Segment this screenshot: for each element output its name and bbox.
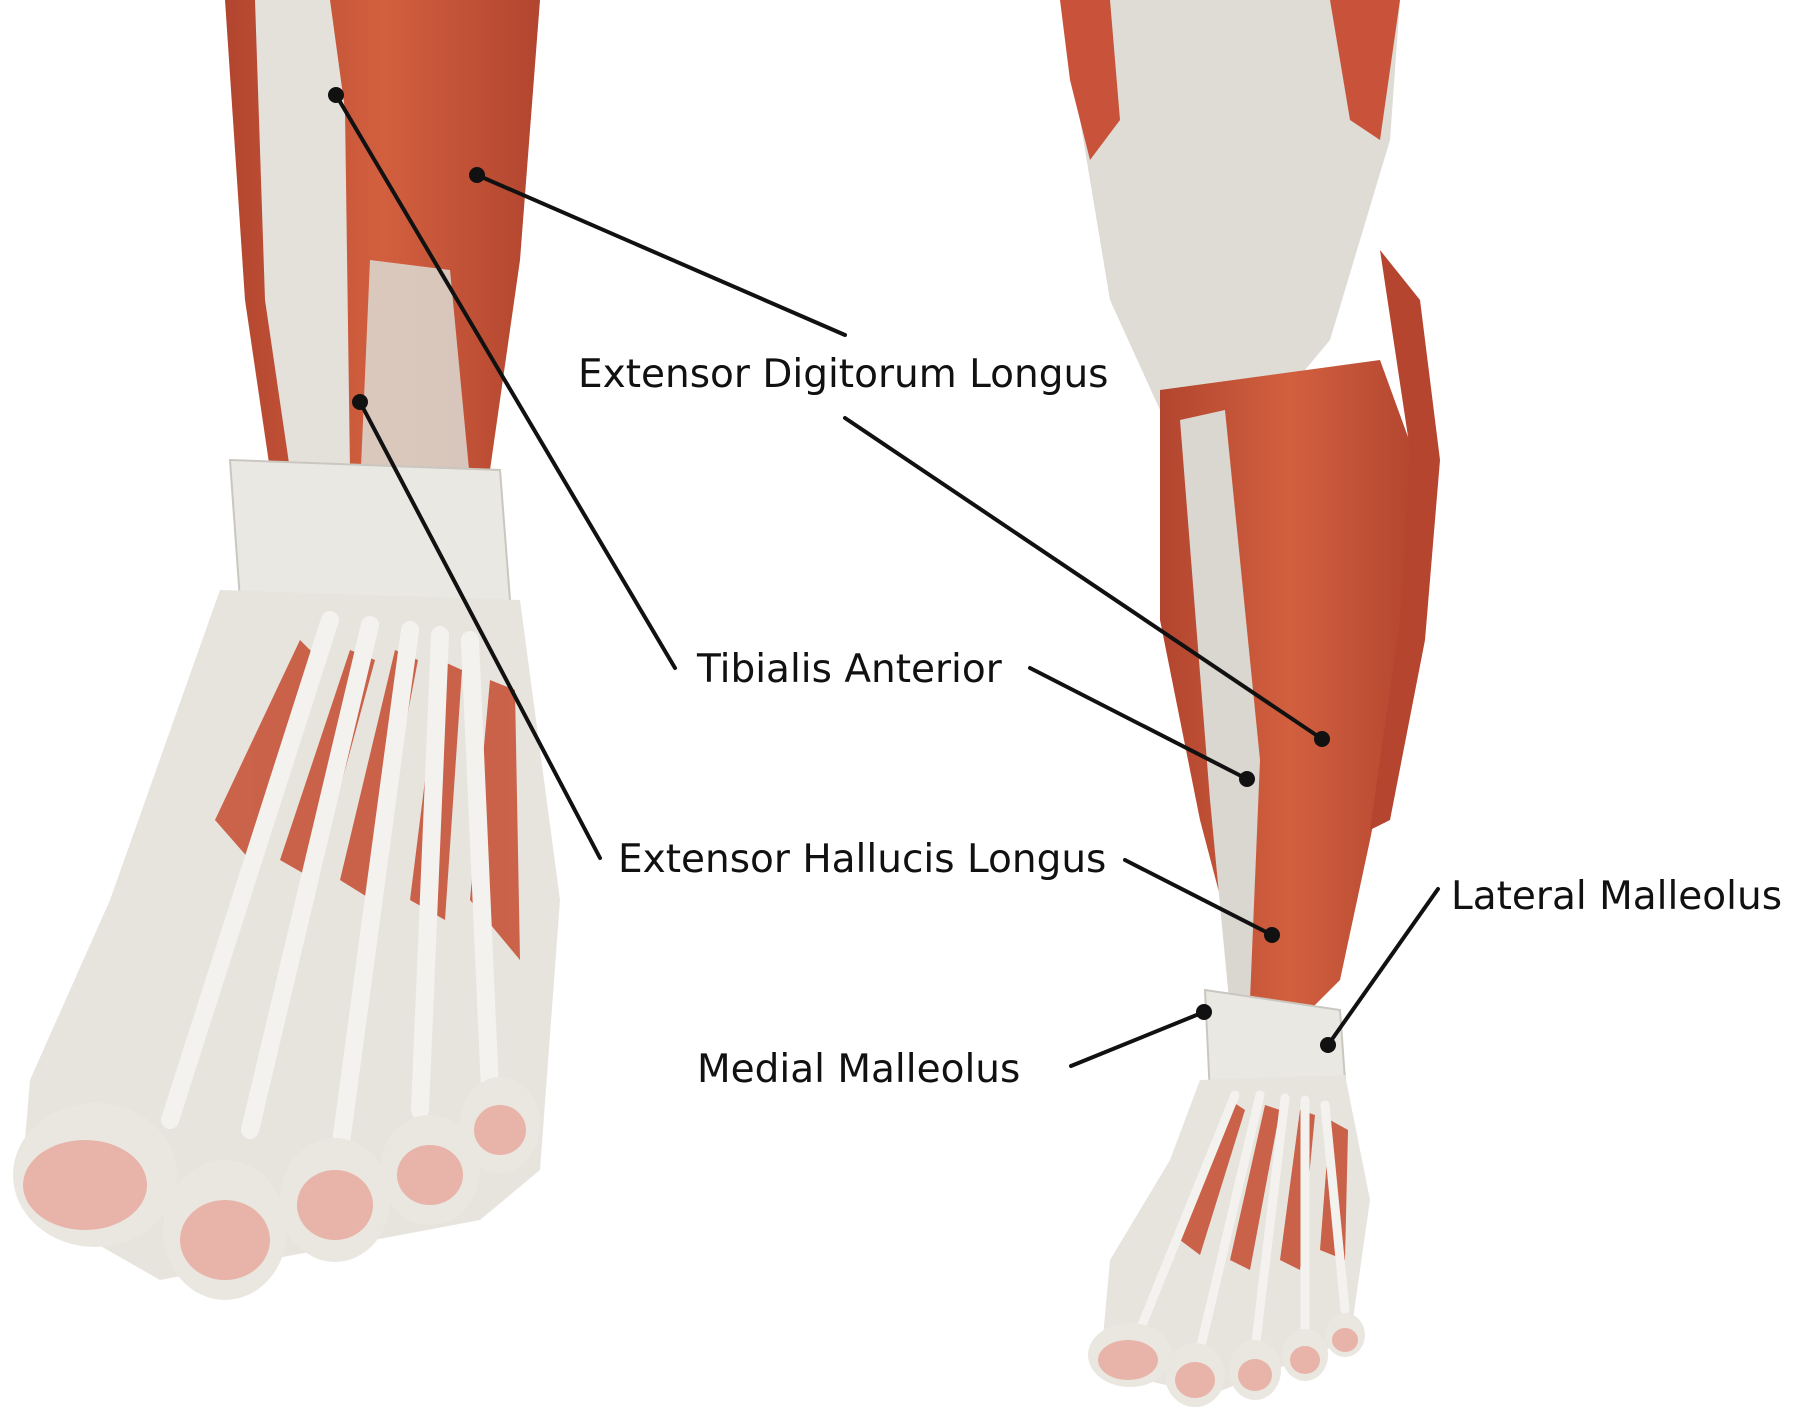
right-leg xyxy=(1060,0,1440,1407)
dot-medial xyxy=(1196,1004,1212,1020)
leader-medial xyxy=(1071,1012,1204,1066)
label-lateral-malleolus: Lateral Malleolus xyxy=(1451,877,1782,916)
label-extensor-digitorum-longus: Extensor Digitorum Longus xyxy=(578,355,1109,394)
leader-edl-left xyxy=(477,175,845,335)
dot-edl-right xyxy=(1314,731,1330,747)
dot-lateral xyxy=(1320,1037,1336,1053)
dot-ta-left xyxy=(328,87,344,103)
dot-edl-left xyxy=(469,167,485,183)
dot-ehl-left xyxy=(352,394,368,410)
label-extensor-hallucis-longus: Extensor Hallucis Longus xyxy=(618,840,1106,879)
label-medial-malleolus: Medial Malleolus xyxy=(697,1050,1020,1089)
dot-ehl-right xyxy=(1264,927,1280,943)
label-tibialis-anterior: Tibialis Anterior xyxy=(697,650,1002,689)
dot-ta-right xyxy=(1239,771,1255,787)
left-leg xyxy=(13,0,560,1300)
